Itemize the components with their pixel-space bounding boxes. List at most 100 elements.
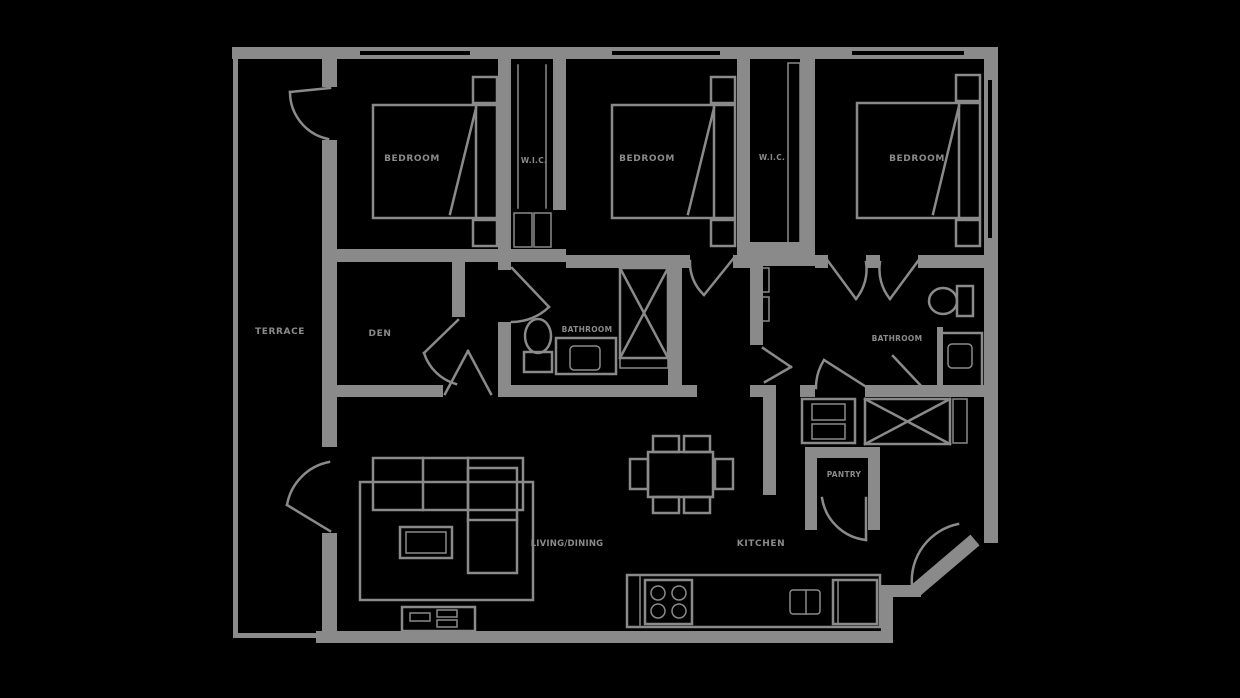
chair-icon bbox=[628, 457, 650, 491]
vanity-sink-icon-bathroom-2 bbox=[938, 331, 984, 394]
wall-bath1-top bbox=[566, 255, 682, 268]
wall-bottom bbox=[316, 631, 893, 643]
wall-bath1-right bbox=[668, 255, 682, 385]
range-icon bbox=[643, 578, 694, 626]
room-label-closet-1: W.I.C. bbox=[521, 156, 547, 165]
wall-bed2-door-jamb-a bbox=[682, 255, 690, 268]
nightstand-icon bbox=[709, 75, 737, 105]
room-label-living-dining: LIVING/DINING bbox=[531, 539, 604, 549]
wall-pantry-top bbox=[805, 447, 880, 458]
wall-entry-stub-v bbox=[881, 597, 893, 643]
room-label-bedroom-1: BEDROOM bbox=[384, 154, 440, 164]
door-swings bbox=[285, 86, 960, 588]
wall-bath2-bottom-a bbox=[800, 385, 815, 397]
dining-table-icon bbox=[628, 434, 735, 515]
nightstand-icon bbox=[954, 73, 982, 103]
outer-walls bbox=[232, 47, 998, 643]
room-label-bedroom-3: BEDROOM bbox=[889, 154, 945, 164]
bed-icon-bedroom-2 bbox=[610, 75, 737, 248]
opening-living-hall bbox=[443, 349, 493, 396]
nightstand-icon bbox=[954, 218, 982, 248]
chair-icon bbox=[651, 495, 681, 515]
door-swing-icon-bath2-hall bbox=[878, 259, 920, 301]
wall-bed3-bottom-b bbox=[866, 255, 880, 268]
mechanical-closet-icon bbox=[863, 397, 968, 446]
wall-bath1-left-a bbox=[498, 255, 511, 270]
media-console-icon bbox=[400, 605, 477, 633]
door-swing-icon-bedroom-2 bbox=[688, 257, 735, 297]
nightstand-icon bbox=[471, 218, 499, 248]
wall-hall-top-left bbox=[337, 249, 566, 262]
washer-dryer-icon bbox=[800, 397, 857, 445]
coffee-table-icon bbox=[398, 525, 454, 560]
room-label-closet-2: W.I.C. bbox=[759, 153, 785, 162]
wall-right bbox=[984, 47, 998, 543]
nightstand-icon bbox=[709, 218, 737, 248]
nightstand-icon bbox=[471, 75, 499, 105]
sofa-icon bbox=[358, 456, 535, 602]
wall-bed2-wic2 bbox=[737, 59, 750, 249]
window-bedroom-2 bbox=[612, 51, 720, 55]
door-swing-icon-den bbox=[422, 318, 460, 386]
interior-walls bbox=[322, 59, 984, 631]
terrace-outer-wall bbox=[233, 59, 238, 638]
wall-bath1-left-b bbox=[498, 322, 511, 385]
room-label-den: DEN bbox=[369, 329, 392, 339]
wall-bed1-closet bbox=[498, 59, 511, 250]
wall-bath2-bottom-b bbox=[865, 385, 984, 397]
linen-shelves-icon bbox=[752, 267, 770, 322]
wall-foyer-living bbox=[763, 385, 776, 495]
wall-bed3-bottom-a bbox=[815, 255, 828, 268]
room-label-bathroom-1: BATHROOM bbox=[562, 325, 613, 334]
door-leaf-foyer-closet bbox=[891, 354, 926, 391]
chair-icon bbox=[651, 434, 681, 454]
terrace-unit-wall-a bbox=[322, 59, 337, 87]
window-bedroom-1 bbox=[360, 51, 470, 55]
room-label-kitchen: KITCHEN bbox=[737, 539, 785, 549]
wardrobe-icon-closet-2 bbox=[787, 62, 801, 244]
door-swing-icon-terrace-lower bbox=[285, 460, 332, 533]
bed-icon-bedroom-1 bbox=[371, 75, 499, 248]
wall-pantry-left bbox=[805, 447, 817, 530]
wall-bed2-door-jamb-b bbox=[733, 255, 750, 268]
wall-corridor-right bbox=[750, 263, 763, 345]
wall-hall-bottom bbox=[498, 385, 697, 397]
door-swing-icon-terrace-upper bbox=[288, 86, 332, 141]
room-label-bedroom-2: BEDROOM bbox=[619, 154, 675, 164]
terrace-bottom-wall bbox=[233, 633, 322, 638]
wardrobe-icon-closet-1 bbox=[513, 64, 552, 248]
window-bedroom-3 bbox=[852, 51, 964, 55]
window-bedroom-3-side bbox=[988, 80, 992, 238]
chair-icon bbox=[713, 457, 735, 491]
chair-icon bbox=[682, 495, 712, 515]
wall-wic2-bed3 bbox=[800, 59, 815, 249]
chair-icon bbox=[682, 434, 712, 454]
wall-closet-bed2 bbox=[553, 59, 566, 210]
door-swing-icon-bath2-foyer bbox=[814, 358, 870, 390]
vanity-sink-icon-bathroom-1 bbox=[554, 336, 618, 376]
bed-icon-bedroom-3 bbox=[855, 73, 982, 248]
terrace-unit-wall-c bbox=[322, 533, 337, 631]
door-swing-icon-bathroom-1 bbox=[510, 266, 551, 324]
door-swing-icon-corridor-foyer bbox=[761, 346, 793, 384]
door-swing-icon-pantry bbox=[820, 496, 868, 542]
room-label-bathroom-2: BATHROOM bbox=[872, 334, 923, 343]
door-swing-icon-entry bbox=[910, 522, 960, 588]
wall-entry-diagonal bbox=[910, 534, 980, 597]
room-label-terrace: TERRACE bbox=[255, 327, 305, 337]
shower-icon-bathroom-1 bbox=[618, 266, 670, 369]
wall-entry-stub-h bbox=[881, 585, 921, 597]
wall-den-bottom bbox=[337, 385, 443, 397]
toilet-icon-bathroom-2 bbox=[927, 284, 975, 318]
room-labels: TERRACE BEDROOM W.I.C. BEDROOM W.I.C. BE… bbox=[255, 153, 945, 549]
terrace-unit-wall-b bbox=[322, 140, 337, 447]
kitchen-counter bbox=[625, 573, 882, 629]
fixtures bbox=[358, 62, 984, 633]
wall-bed3-bottom-c bbox=[918, 255, 984, 268]
refrigerator-icon bbox=[831, 578, 879, 626]
door-swing-icon-bedroom-3 bbox=[826, 259, 868, 301]
wall-pantry-right bbox=[868, 447, 880, 530]
wall-den-right bbox=[452, 262, 465, 317]
